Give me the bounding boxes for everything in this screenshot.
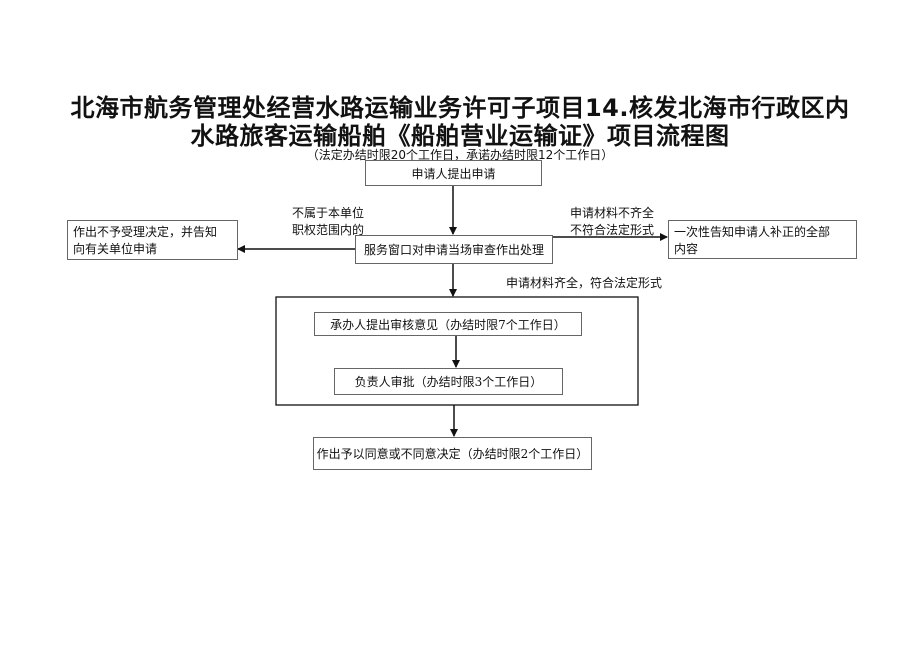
edge-label-incomplete-line2: 不符合法定形式: [570, 223, 655, 237]
node-review-text: 服务窗口对申请当场审查作出处理: [363, 243, 544, 257]
node-approve-text: 负责人审批（办结时限3个工作日）: [354, 375, 543, 389]
diagram-title-line2: 水路旅客运输船舶《船舶营业运输证》项目流程图: [190, 122, 730, 150]
edge-label-out-of-scope-line1: 不属于本单位: [291, 206, 364, 220]
edge-label-incomplete-line1: 申请材料不齐全: [570, 206, 655, 220]
node-reject: 作出不予受理决定，并告知 向有关单位申请: [67, 220, 238, 260]
node-reject-line1: 作出不予受理决定，并告知: [73, 225, 218, 239]
edge-label-out-of-scope-line2: 职权范围内的: [291, 223, 364, 237]
node-decide-text: 作出予以同意或不同意决定（办结时限2个工作日）: [316, 447, 589, 461]
diagram-title-line1: 北海市航务管理处经营水路运输业务许可子项目14.核发北海市行政区内: [70, 94, 850, 122]
node-apply: 申请人提出申请: [365, 160, 542, 186]
node-notify-line1: 一次性告知申请人补正的全部: [674, 225, 831, 239]
node-reject-line2: 向有关单位申请: [73, 242, 158, 256]
edge-label-complete-text: 申请材料齐全，符合法定形式: [506, 276, 663, 290]
edge-label-complete: 申请材料齐全，符合法定形式: [506, 275, 662, 292]
node-approve: 负责人审批（办结时限3个工作日）: [334, 368, 563, 395]
node-apply-text: 申请人提出申请: [411, 166, 496, 181]
node-opinion-text: 承办人提出审核意见（办结时限7个工作日）: [330, 317, 566, 332]
process-frame: [275, 296, 639, 406]
node-review: 服务窗口对申请当场审查作出处理: [355, 235, 553, 264]
node-decide: 作出予以同意或不同意决定（办结时限2个工作日）: [313, 437, 592, 470]
edge-label-incomplete: 申请材料不齐全 不符合法定形式: [570, 205, 654, 239]
node-notify-line2: 内容: [674, 242, 699, 256]
node-opinion: 承办人提出审核意见（办结时限7个工作日）: [314, 312, 582, 336]
edge-label-out-of-scope: 不属于本单位 职权范围内的: [264, 205, 364, 239]
node-notify: 一次性告知申请人补正的全部 内容: [668, 220, 857, 259]
diagram-subtitle-time-limits: （法定办结时限20个工作日，承诺办结时限12个工作日）: [306, 148, 614, 162]
